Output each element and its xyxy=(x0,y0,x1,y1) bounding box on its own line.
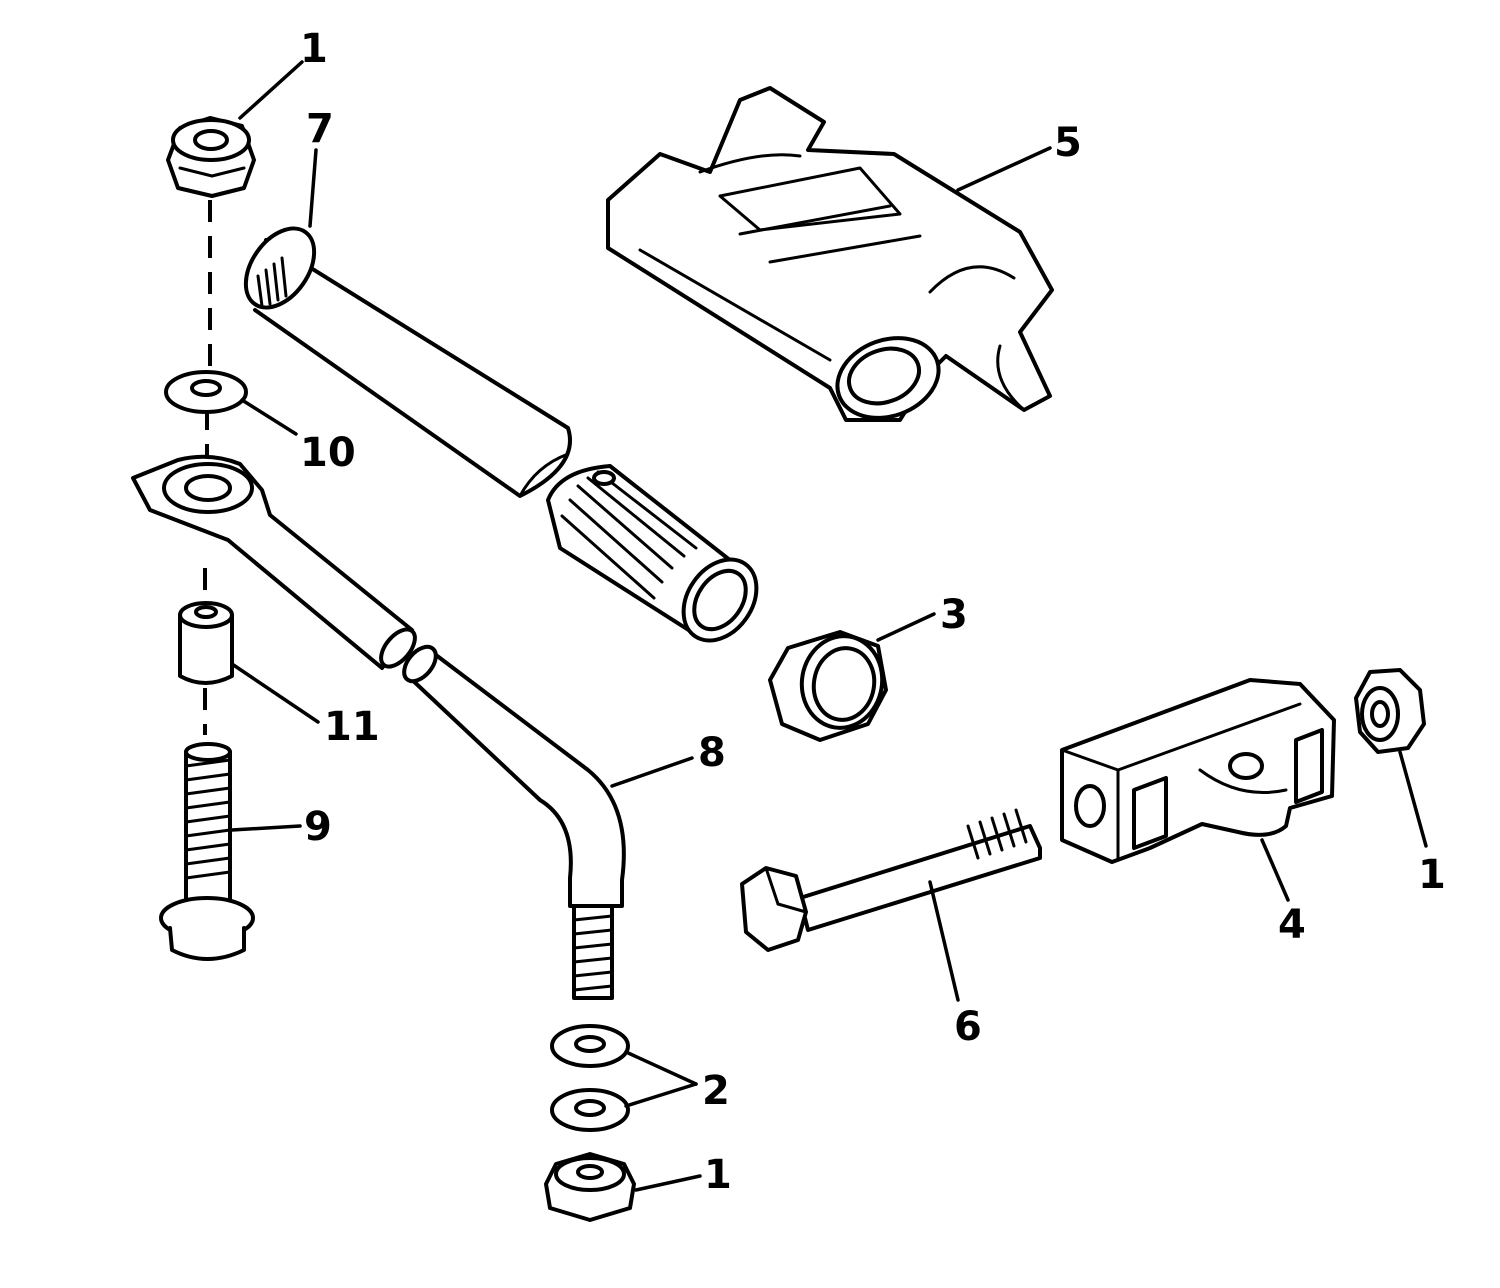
callout-3: 3 xyxy=(940,592,968,638)
part-clevis-4 xyxy=(1060,678,1336,864)
part-spacer-11 xyxy=(178,601,234,685)
assembly-axis-left xyxy=(203,200,212,735)
part-lock-nut-bottom xyxy=(544,1152,636,1222)
callout-6: 6 xyxy=(954,1004,982,1050)
callout-1-right: 1 xyxy=(1418,852,1446,898)
part-washers-2 xyxy=(550,1024,630,1132)
part-bracket-housing-5 xyxy=(606,86,1054,422)
callout-10: 10 xyxy=(300,430,356,476)
part-bent-rod-8 xyxy=(402,644,626,1000)
part-washer-10 xyxy=(164,370,248,414)
part-hex-nut-3 xyxy=(768,630,888,742)
callout-5: 5 xyxy=(1054,120,1082,166)
leader-lines xyxy=(230,60,1428,1192)
part-bolt-9 xyxy=(159,742,255,961)
callout-7: 7 xyxy=(306,106,334,152)
part-lock-nut-top xyxy=(166,116,256,198)
callout-1-top: 1 xyxy=(300,26,328,72)
callout-1-bottom: 1 xyxy=(704,1152,732,1198)
callout-8: 8 xyxy=(698,730,726,776)
callout-2: 2 xyxy=(702,1068,730,1114)
callout-11: 11 xyxy=(324,704,380,750)
part-rod-end-eye xyxy=(131,454,417,670)
callout-9: 9 xyxy=(304,804,332,850)
part-long-bolt-6 xyxy=(740,808,1042,952)
part-lock-nut-right xyxy=(1354,668,1426,754)
callout-4: 4 xyxy=(1278,902,1306,948)
callout-labels: 1 7 5 10 3 11 8 9 1 4 6 2 1 xyxy=(300,26,1446,1198)
part-threaded-sleeve xyxy=(546,464,759,643)
part-tube-7 xyxy=(243,226,572,498)
